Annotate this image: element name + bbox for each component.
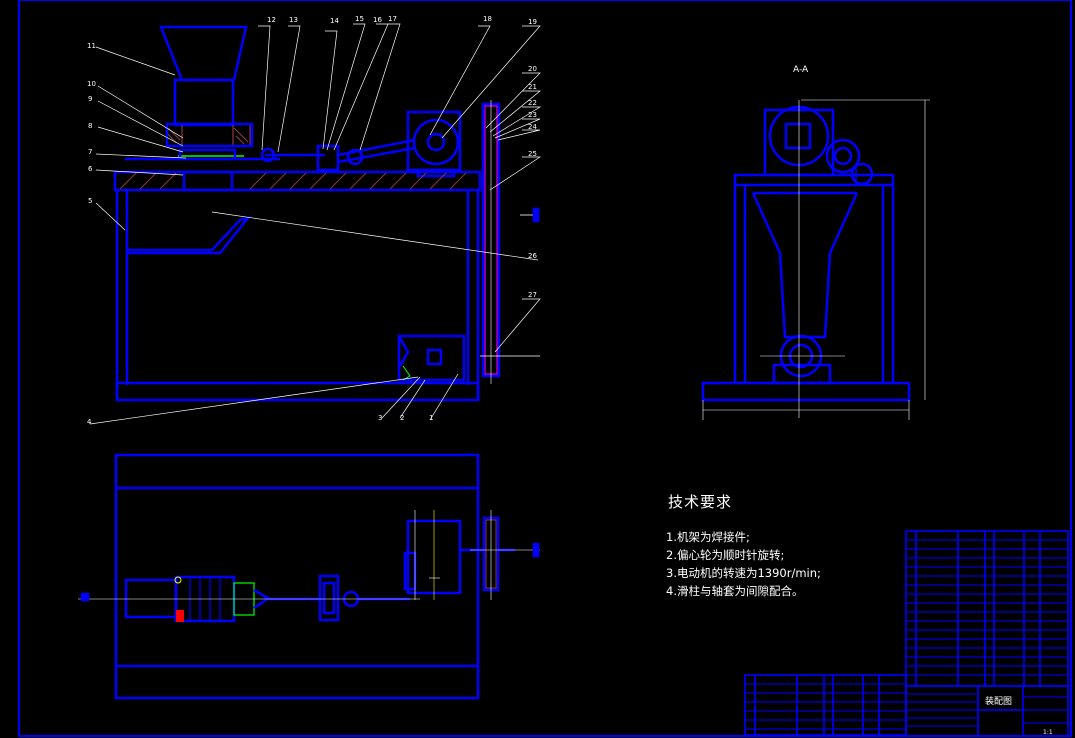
callout-3: 3 xyxy=(378,414,382,422)
section-label: A-A xyxy=(793,65,809,75)
callout-22: 22 xyxy=(528,99,537,107)
tech-requirements-title: 技术要求 xyxy=(668,493,733,511)
callout-2: 2 xyxy=(400,414,404,422)
hopper xyxy=(159,25,248,82)
tech-requirements-list: 1.机架为焊接件; 2.偏心轮为顺时针旋转; 3.电动机的转速为1390r/mi… xyxy=(666,528,821,600)
callout-24: 24 xyxy=(528,123,537,131)
callout-4: 4 xyxy=(87,418,92,426)
callout-10: 10 xyxy=(87,80,96,88)
tech-requirement-item: 3.电动机的转速为1390r/min; xyxy=(666,566,821,580)
tech-requirement-item: 2.偏心轮为顺时针旋转; xyxy=(666,548,785,562)
tech-requirement-item: 1.机架为焊接件; xyxy=(666,530,750,544)
callout-13: 13 xyxy=(289,16,298,24)
callout-7: 7 xyxy=(88,148,92,156)
parts-list xyxy=(744,530,1069,737)
title-block-name: 装配图 xyxy=(985,695,1012,707)
callout-18: 18 xyxy=(483,15,492,23)
callout-27: 27 xyxy=(528,291,537,299)
callout-6: 6 xyxy=(88,165,93,173)
callout-19: 19 xyxy=(528,18,537,26)
callout-12: 12 xyxy=(267,16,276,24)
title-block-scale: 1:1 xyxy=(1043,729,1053,736)
front-view xyxy=(113,25,540,402)
drawing-frame xyxy=(18,0,1072,737)
callout-9: 9 xyxy=(88,95,92,103)
callout-16: 16 xyxy=(373,16,382,24)
callout-20: 20 xyxy=(528,65,537,73)
callout-8: 8 xyxy=(88,122,92,130)
callout-11: 11 xyxy=(87,42,96,50)
hopper-hatch xyxy=(166,123,251,147)
callout-25: 25 xyxy=(528,150,537,158)
callout-17: 17 xyxy=(388,15,397,23)
tech-requirement-item: 4.滑柱与轴套为间隙配合。 xyxy=(666,584,804,598)
callout-26: 26 xyxy=(528,252,537,260)
callout-21: 21 xyxy=(528,83,537,91)
callout-14: 14 xyxy=(330,17,339,25)
top-view xyxy=(78,453,540,700)
callout-numbers: 1 2 3 4 5 6 7 8 9 10 11 12 13 14 15 16 1… xyxy=(87,15,537,426)
callout-5: 5 xyxy=(88,197,92,205)
callout-15: 15 xyxy=(355,15,364,23)
hopper-neck xyxy=(173,78,235,127)
callout-23: 23 xyxy=(528,111,537,119)
section-view xyxy=(701,99,930,420)
callout-1: 1 xyxy=(429,414,433,422)
leader-lines xyxy=(89,23,542,425)
